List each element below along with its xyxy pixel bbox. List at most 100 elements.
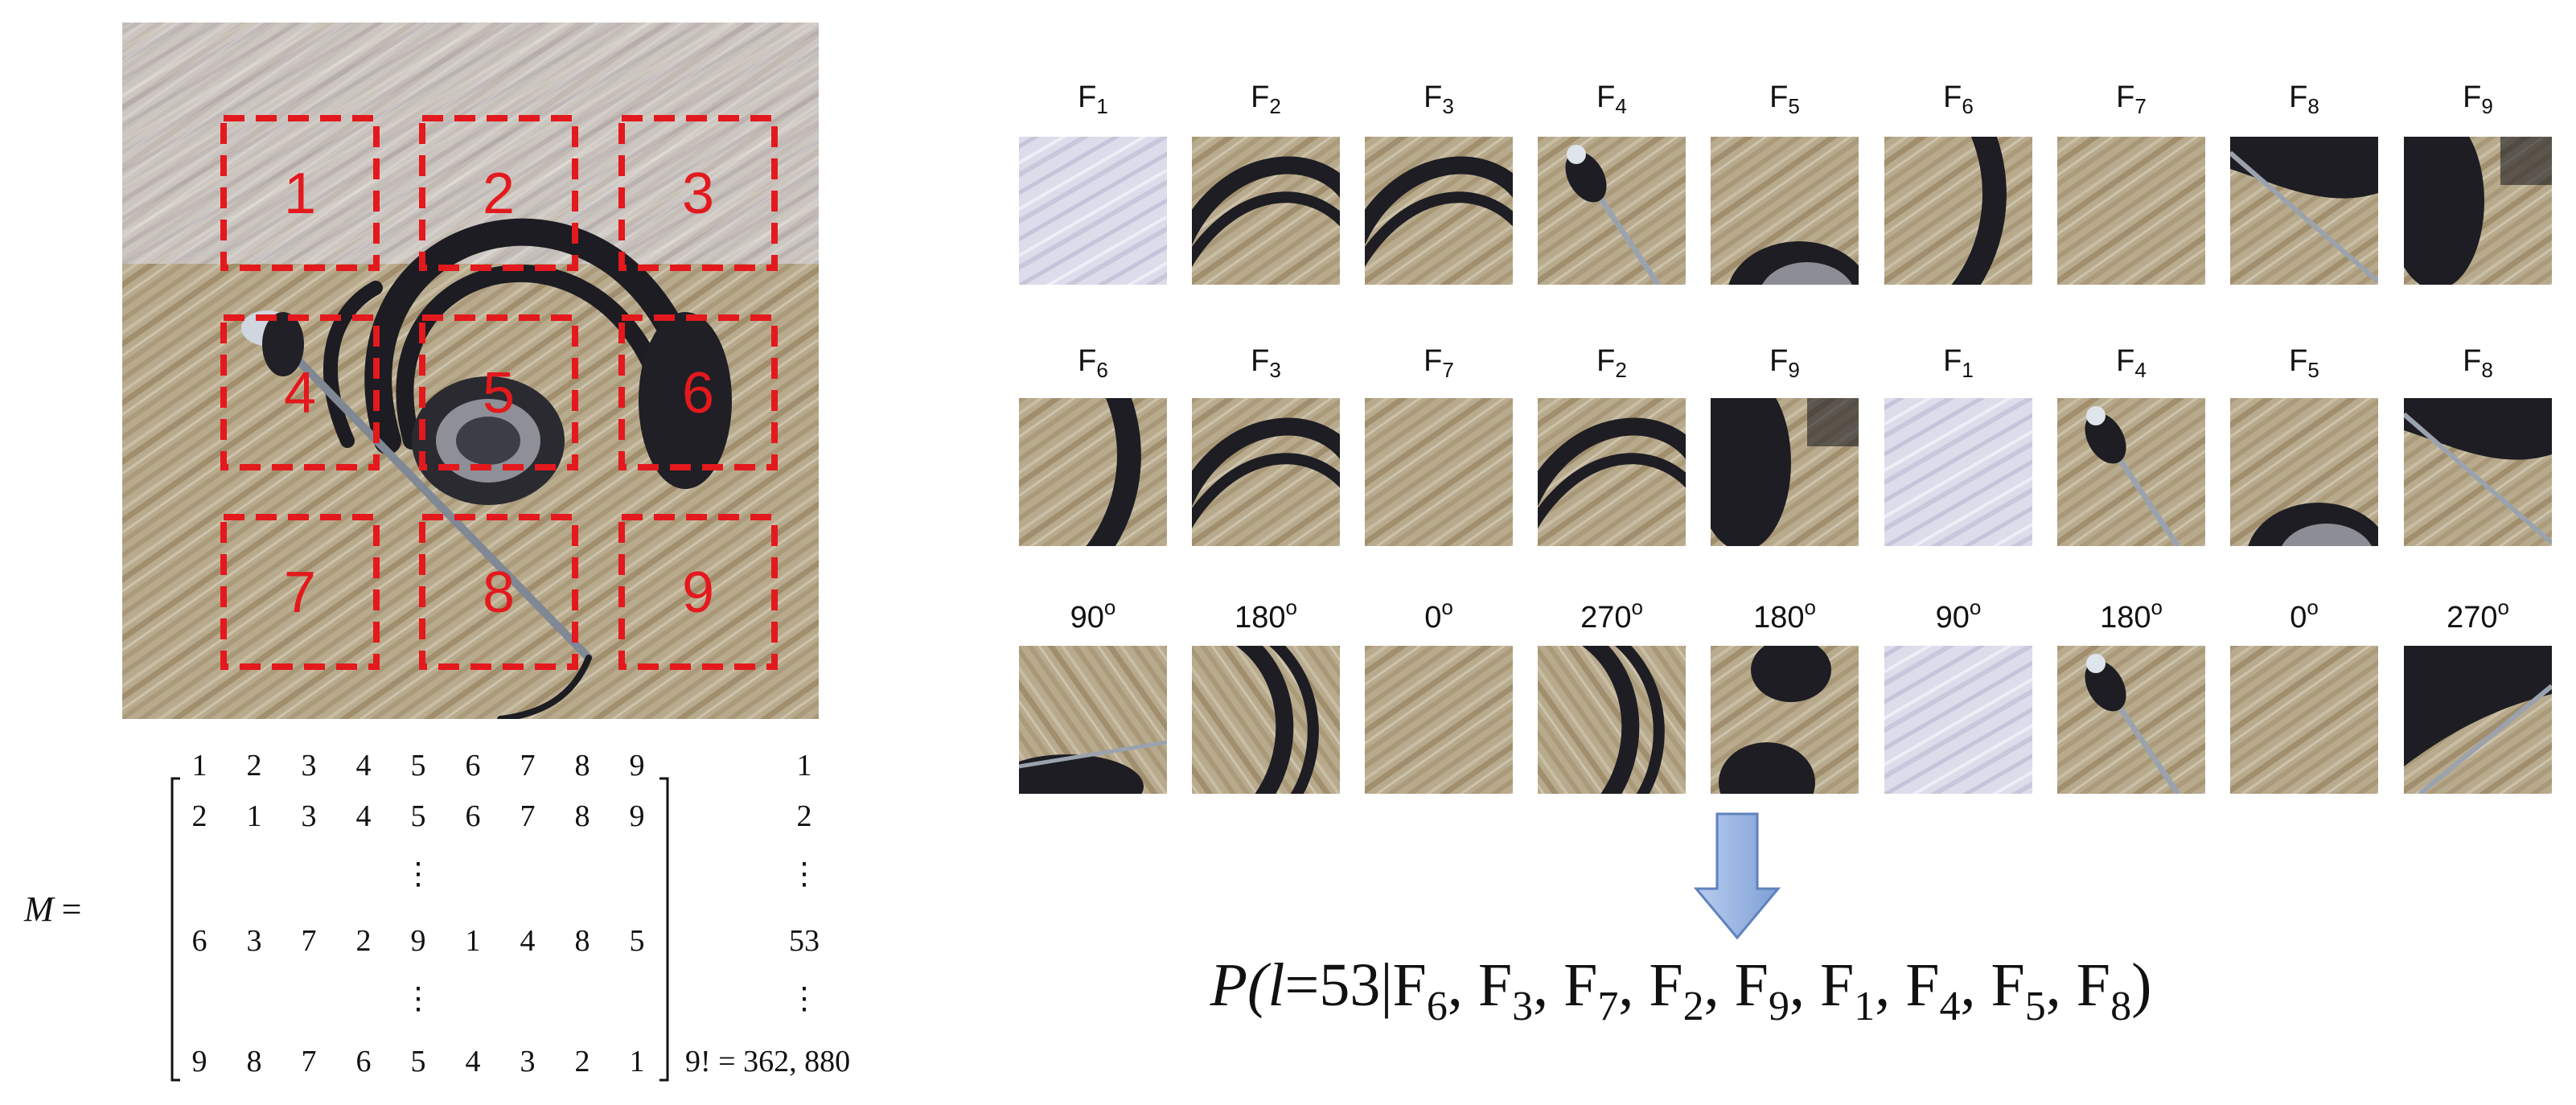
patch-tile (1884, 398, 2032, 546)
matrix-cell: 9 (629, 749, 645, 783)
matrix-cell: 8 (574, 799, 590, 833)
matrix-cell: 3 (246, 924, 262, 958)
rotation-label: 180o (1753, 595, 1816, 635)
formula-suffix: ) (2131, 951, 2152, 1019)
patch-tile (1365, 137, 1513, 285)
patch-number: 5 (483, 361, 515, 425)
matrix-cell: 5 (410, 1045, 426, 1078)
patch-tile (1019, 137, 1167, 285)
probability-formula: P(l=53|F6, F3, F7, F2, F9, F1, F4, F5, F… (1142, 951, 2220, 1030)
patch-tile (2230, 398, 2378, 546)
patch-image (2057, 398, 2205, 546)
matrix-cell: 8 (574, 749, 590, 783)
patch-image (1192, 646, 1340, 794)
patch-image (2230, 398, 2378, 546)
patch-label: F7 (2116, 80, 2147, 118)
matrix-cell: 8 (574, 924, 590, 958)
patch-image (2404, 398, 2552, 546)
matrix-cell: 4 (465, 1045, 481, 1078)
patch-box (618, 514, 778, 670)
patch-image (1019, 398, 1167, 546)
patch-number: 1 (284, 162, 316, 226)
matrix-symbol: M= (24, 889, 82, 929)
patch-image (2230, 137, 2378, 285)
patch-tile (2057, 646, 2205, 794)
patch-image (1192, 137, 1340, 285)
patch-box (419, 314, 578, 470)
formula-term: F5 (1991, 951, 2046, 1029)
patch-label: F4 (1596, 80, 1627, 118)
matrix-row-label: 1 (796, 749, 812, 783)
matrix-row-label: 2 (796, 799, 812, 833)
patch-label: F6 (1943, 80, 1974, 118)
down-arrow-icon (1693, 812, 1781, 940)
patch-label: F2 (1251, 80, 1281, 118)
matrix-cell: 1 (629, 1045, 645, 1078)
patch-tile (1711, 137, 1859, 285)
patch-label: F6 (1078, 344, 1108, 382)
patch-tile (1711, 398, 1859, 546)
patch-tile (1884, 646, 2032, 794)
matrix-cell: 7 (301, 1045, 317, 1078)
patch-label: F9 (2463, 80, 2493, 118)
patch-tile (2230, 646, 2378, 794)
formula-terms: F6, F3, F7, F2, F9, F1, F4, F5, F8 (1392, 951, 2132, 1029)
matrix-cell: 4 (520, 924, 536, 958)
matrix-cell: 5 (629, 924, 645, 958)
patch-tile (2404, 398, 2552, 546)
rotation-label: 270o (2447, 595, 2509, 635)
patch-tile (1884, 137, 2032, 285)
matrix-cell: 5 (410, 749, 426, 783)
patch-image (2230, 646, 2378, 794)
matrix-cell: 4 (355, 799, 372, 833)
matrix-cell: 3 (301, 749, 317, 783)
patch-number: 4 (284, 361, 316, 425)
patch-box (220, 314, 380, 470)
formula-condition: =53| (1284, 951, 1393, 1019)
patch-tile (2057, 137, 2205, 285)
patch-tile (2404, 137, 2552, 285)
patch-tile (1019, 646, 1167, 794)
formula-term: F6 (1392, 951, 1448, 1029)
patch-tile (1019, 398, 1167, 546)
matrix-cell: 2 (191, 799, 207, 833)
patch-box (618, 115, 778, 271)
patch-tile (1192, 137, 1340, 285)
patch-image (1711, 646, 1859, 794)
formula-term: F9 (1734, 951, 1789, 1029)
formula-term: F8 (2076, 951, 2132, 1029)
patch-number: 6 (682, 361, 714, 425)
matrix-cell: 5 (410, 799, 426, 833)
matrix-cell: 1 (246, 799, 262, 833)
matrix-cell: 7 (301, 924, 317, 958)
patch-tile (1192, 646, 1340, 794)
matrix-cell: 6 (465, 749, 481, 783)
patch-label: F5 (1769, 80, 1800, 118)
patch-image (1365, 137, 1513, 285)
patch-label: F4 (2116, 344, 2147, 382)
matrix-cell: 4 (355, 749, 372, 783)
patch-label: F1 (1078, 80, 1108, 118)
matrix-cell: 9 (191, 1045, 207, 1078)
patch-tile (1365, 398, 1513, 546)
patch-label: F1 (1943, 344, 1974, 382)
patch-tile (1538, 646, 1686, 794)
patch-image (1192, 398, 1340, 546)
patch-tile (1365, 646, 1513, 794)
rotation-label: 180o (2100, 595, 2163, 635)
matrix-vdots: ⋮ (403, 982, 433, 1016)
patch-image (1538, 137, 1686, 285)
patch-box (419, 514, 578, 670)
matrix-row-label: 9! = 362, 880 (685, 1045, 851, 1078)
matrix-cell: 8 (246, 1045, 262, 1078)
patch-number: 3 (682, 162, 714, 226)
formula-term: F4 (1905, 951, 1961, 1029)
patch-tile (2404, 646, 2552, 794)
formula-prefix: P( (1210, 951, 1268, 1019)
patch-tile (1192, 398, 1340, 546)
patch-number: 9 (682, 561, 714, 625)
matrix-cell: 2 (246, 749, 262, 783)
headset-photo (122, 23, 819, 719)
patch-image (1019, 137, 1167, 285)
patch-image (1884, 398, 2032, 546)
